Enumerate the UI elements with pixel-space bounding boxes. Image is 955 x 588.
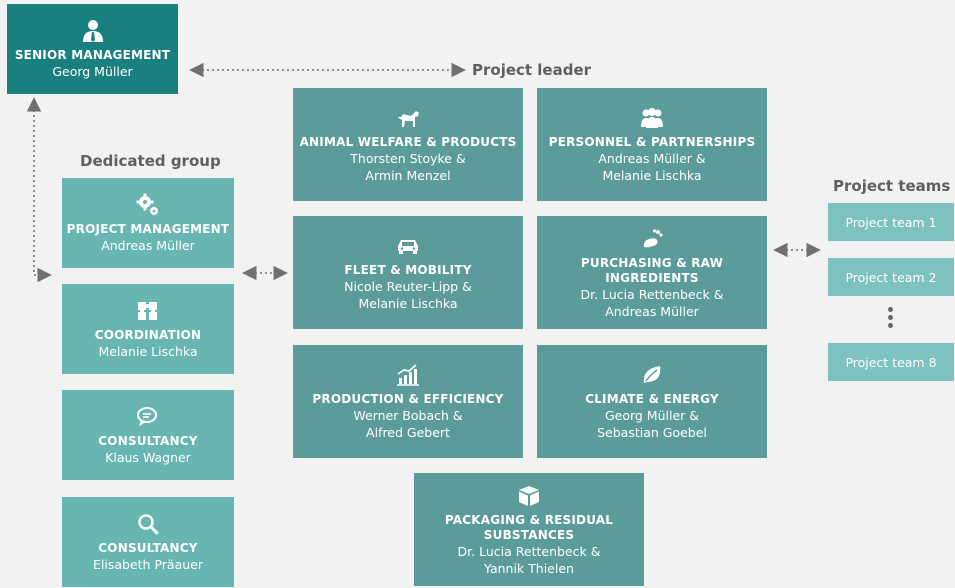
senior-management-box: SENIOR MANAGEMENT Georg Müller xyxy=(7,4,178,94)
project-title: PACKAGING & RESIDUAL SUBSTANCES xyxy=(444,512,614,542)
dedicated-box-consultancy-1: CONSULTANCY Klaus Wagner xyxy=(62,390,234,480)
project-title: ANIMAL WELFARE & PRODUCTS xyxy=(299,135,517,149)
project-title: CLIMATE & ENERGY xyxy=(585,392,719,406)
dog-icon xyxy=(398,111,419,127)
project-title: PERSONNEL & PARTNERSHIPS xyxy=(548,135,756,149)
project-leaders: Georg Müller & Sebastian Goebel xyxy=(597,408,707,440)
project-box-personnel: PERSONNEL & PARTNERSHIPS Andreas Müller … xyxy=(537,88,767,201)
dedicated-title: CONSULTANCY xyxy=(98,541,198,555)
project-box-purchasing: PURCHASING & RAW INGREDIENTS Dr. Lucia R… xyxy=(537,216,767,329)
connector-senior-dedicated xyxy=(26,97,52,283)
chat-icon xyxy=(137,407,157,426)
puzzle-icon xyxy=(138,302,157,320)
project-box-packaging: PACKAGING & RESIDUAL SUBSTANCES Dr. Luci… xyxy=(414,473,644,586)
project-title: PRODUCTION & EFFICIENCY xyxy=(312,392,504,406)
senior-management-title: SENIOR MANAGEMENT xyxy=(14,48,171,62)
project-leaders: Andreas Müller & Melanie Lischka xyxy=(598,151,706,183)
people-icon xyxy=(641,108,663,128)
search-icon xyxy=(138,514,159,535)
project-teams-label: Project teams xyxy=(833,177,951,195)
project-box-production: PRODUCTION & EFFICIENCY Werner Bobach & … xyxy=(293,345,523,458)
dedicated-box-consultancy-2: CONSULTANCY Elisabeth Präauer xyxy=(62,497,234,587)
dedicated-name: Klaus Wagner xyxy=(105,450,191,465)
leaf-icon xyxy=(643,366,661,383)
dedicated-group-label: Dedicated group xyxy=(80,152,221,170)
project-leaders: Dr. Lucia Rettenbeck & Andreas Müller xyxy=(580,286,724,319)
dedicated-title: PROJECT MANAGEMENT xyxy=(66,222,230,236)
project-box-animal-welfare: ANIMAL WELFARE & PRODUCTS Thorsten Stoyk… xyxy=(293,88,523,201)
dedicated-box-coordination: COORDINATION Melanie Lischka xyxy=(62,284,234,374)
project-box-fleet: FLEET & MOBILITY Nicole Reuter-Lipp & Me… xyxy=(293,216,523,329)
car-icon xyxy=(398,240,418,254)
gears-icon xyxy=(136,193,158,215)
dedicated-name: Andreas Müller xyxy=(101,238,195,253)
dedicated-box-project-management: PROJECT MANAGEMENT Andreas Müller xyxy=(62,178,234,268)
box-icon xyxy=(519,485,539,506)
project-title: FLEET & MOBILITY xyxy=(344,263,472,277)
project-box-climate: CLIMATE & ENERGY Georg Müller & Sebastia… xyxy=(537,345,767,458)
project-leader-label: Project leader xyxy=(472,61,592,79)
dedicated-name: Melanie Lischka xyxy=(98,344,198,359)
project-leaders: Dr. Lucia Rettenbeck & Yannik Thielen xyxy=(457,543,601,576)
project-title: PURCHASING & RAW INGREDIENTS xyxy=(580,255,724,285)
project-team-2: Project team 2 xyxy=(828,258,954,296)
dedicated-title: COORDINATION xyxy=(94,328,202,342)
ellipsis-dots xyxy=(885,307,895,331)
dedicated-title: CONSULTANCY xyxy=(98,434,198,448)
growth-chart-icon xyxy=(397,364,419,386)
dedicated-name: Elisabeth Präauer xyxy=(93,557,203,572)
senior-management-name: Georg Müller xyxy=(52,64,133,79)
project-leaders: Werner Bobach & Alfred Gebert xyxy=(353,408,463,440)
person-icon xyxy=(82,20,103,42)
project-team-8: Project team 8 xyxy=(828,343,954,381)
project-leaders: Thorsten Stoyke & Armin Menzel xyxy=(350,151,466,183)
project-team-1: Project team 1 xyxy=(828,203,954,241)
footprint-icon xyxy=(643,228,663,247)
project-leaders: Nicole Reuter-Lipp & Melanie Lischka xyxy=(344,279,472,311)
